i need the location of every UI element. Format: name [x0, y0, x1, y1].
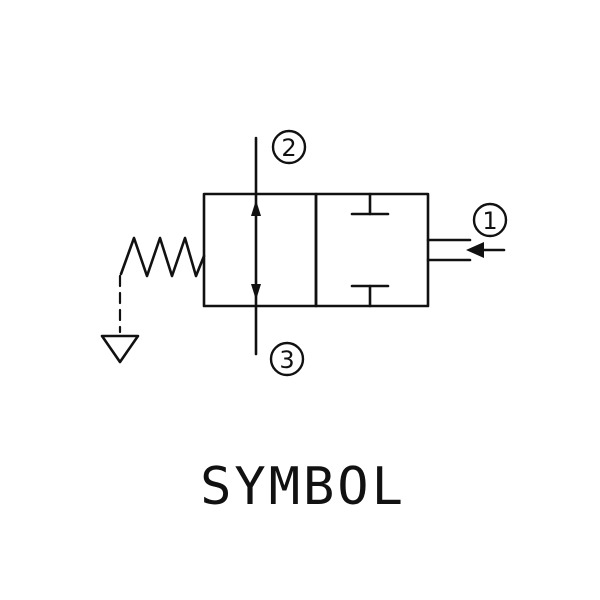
port-1-label: 1	[482, 207, 497, 235]
flow-path-left	[251, 136, 261, 356]
pilot-actuator	[426, 238, 506, 262]
left-envelope	[202, 192, 318, 308]
flow-arrow-up-icon	[251, 200, 261, 216]
port-2-marker: 2	[271, 129, 307, 165]
flow-arrow-down-icon	[251, 284, 261, 300]
port-3-marker: 3	[269, 341, 305, 377]
valve-body	[202, 192, 430, 308]
port-3-label: 3	[279, 346, 294, 374]
pilot-arrow-icon	[466, 242, 484, 258]
exhaust-triangle-icon	[100, 274, 140, 364]
caption-text: SYMBOL	[200, 457, 406, 517]
spring-icon	[119, 236, 206, 278]
blocked-ports	[350, 192, 390, 308]
port-2-label: 2	[281, 134, 296, 162]
port-1-marker: 1	[472, 202, 508, 238]
right-envelope	[314, 192, 430, 308]
